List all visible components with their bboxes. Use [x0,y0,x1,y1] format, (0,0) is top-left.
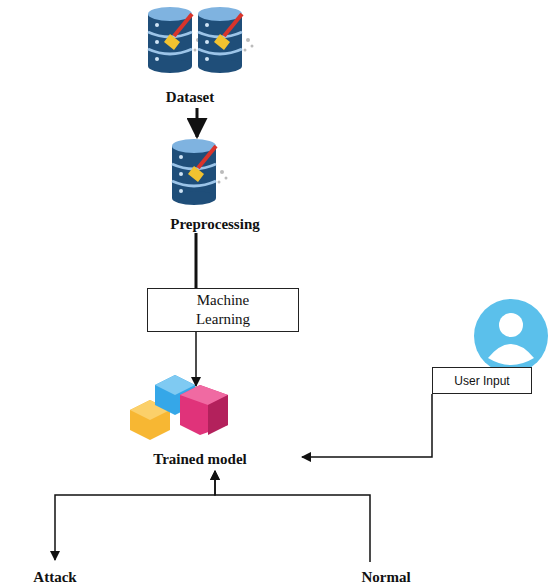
flow-connector [195,332,197,386]
node-label: Dataset [166,88,214,106]
dataset-node: Dataset [120,6,260,106]
node-label: Attack [33,568,76,586]
result-label: Attack [18,562,92,586]
model-cubes [130,375,228,440]
node-label: Normal [361,568,410,586]
node-label: Trained model [153,450,246,468]
node-label: User Input [454,372,509,390]
node-label: Machine Learning [177,291,269,329]
database-icon [172,139,228,205]
database-icon [148,7,204,73]
user-icon [474,299,548,373]
flow-connector [195,233,198,288]
flow-connector [196,108,199,137]
model-node: Trained model [100,372,300,468]
result-label: Normal [344,562,428,586]
database-icon [198,7,254,73]
flow-connector [215,471,370,562]
preprocessing-node: Preprocessing [140,135,290,233]
process-box: Machine Learning [147,288,299,332]
flow-connector [55,471,215,560]
node-label: Preprocessing [170,215,259,233]
flow-connector [302,394,432,457]
input-box: User Input [432,367,532,394]
